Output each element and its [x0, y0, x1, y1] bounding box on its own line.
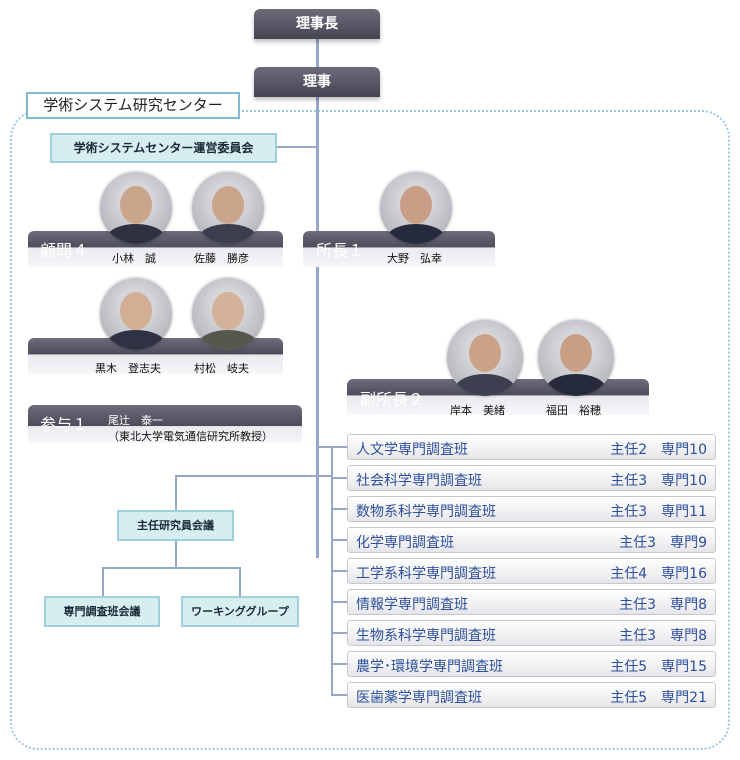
sub-meeting-1: 専門調査班会議 — [44, 596, 160, 627]
advisor-photo-1 — [100, 172, 172, 244]
chief-researchers-meeting-label: 主任研究員会議 — [137, 519, 214, 532]
sub-meeting-1-label: 専門調査班会議 — [63, 605, 141, 618]
team-name: 生物系科学専門調査班 — [356, 628, 496, 644]
director-top-box: 理事 — [254, 67, 380, 97]
team-count: 主任3 専門8 — [619, 628, 707, 644]
team-row: 情報学専門調査班 主任3 専門8 — [347, 589, 716, 615]
team-connector — [331, 694, 347, 696]
team-row: 人文学専門調査班 主任2 専門10 — [347, 434, 716, 460]
advisor-name-2: 佐藤 勝彦 — [194, 252, 249, 265]
team-count: 主任3 専門8 — [619, 597, 707, 613]
counselor-affiliation: （東北大学電気通信研究所教授） — [108, 430, 273, 443]
connector-submeeting-left — [102, 567, 104, 597]
team-name: 化学専門調査班 — [356, 535, 454, 551]
team-count: 主任3 専門9 — [619, 535, 707, 551]
team-count: 主任3 専門11 — [610, 504, 707, 520]
team-connector — [331, 570, 347, 572]
advisor-photo-4 — [192, 278, 264, 350]
connector-submeetings-h — [102, 567, 241, 569]
team-name: 数物系科学専門調査班 — [356, 504, 496, 520]
team-count: 主任5 専門21 — [610, 690, 707, 706]
portrait-icon — [120, 292, 152, 330]
portrait-icon — [212, 186, 244, 224]
team-connector — [331, 508, 347, 510]
team-name: 人文学専門調査班 — [356, 442, 468, 458]
portrait-icon — [400, 186, 432, 224]
team-count: 主任3 専門10 — [610, 473, 707, 489]
team-row: 医歯薬学専門調査班 主任5 専門21 — [347, 682, 716, 708]
connector-to-teams-horizontal — [319, 446, 331, 448]
team-row: 生物系科学専門調査班 主任3 専門8 — [347, 620, 716, 646]
team-row: 化学専門調査班 主任3 専門9 — [347, 527, 716, 553]
counselor-name: 尾辻 泰一 — [108, 414, 163, 427]
vice-directors-label: 副所長２ — [360, 390, 425, 409]
advisors-label: 顧問４ — [40, 241, 89, 260]
team-row: 農学･環境学専門調査班 主任5 専門15 — [347, 651, 716, 677]
connector-to-meeting-h — [175, 475, 331, 477]
advisor-name-4: 村松 岐夫 — [194, 362, 249, 375]
advisor-photo-3 — [100, 278, 172, 350]
connector-submeeting-right — [239, 567, 241, 597]
portrait-icon — [120, 186, 152, 224]
connector-to-meeting-v — [175, 475, 177, 511]
team-name: 社会科学専門調査班 — [356, 473, 482, 489]
portrait-icon — [469, 334, 501, 372]
connector-main-vertical — [316, 38, 319, 558]
sub-meeting-2: ワーキンググループ — [181, 596, 299, 627]
committee-box: 学術システムセンター運営委員会 — [50, 133, 277, 163]
vice-director-name-1: 岸本 美緒 — [450, 404, 505, 417]
sub-meeting-2-label: ワーキンググループ — [191, 605, 289, 618]
team-connector — [331, 663, 347, 665]
team-name: 農学･環境学専門調査班 — [356, 659, 503, 675]
director-photo — [380, 172, 452, 244]
connector-committee — [276, 146, 316, 148]
portrait-icon — [212, 292, 244, 330]
team-name: 工学系科学専門調査班 — [356, 566, 496, 582]
vice-director-name-2: 福田 裕穂 — [546, 404, 601, 417]
team-row: 社会科学専門調査班 主任3 専門10 — [347, 465, 716, 491]
team-connector — [331, 446, 347, 448]
counselor-band — [28, 405, 302, 443]
team-connector — [331, 477, 347, 479]
team-name: 医歯薬学専門調査班 — [356, 690, 482, 706]
team-connector — [331, 632, 347, 634]
connector-to-meeting-v2 — [175, 541, 177, 567]
team-count: 主任2 専門10 — [610, 442, 707, 458]
counselor-label: 参与１ — [40, 415, 89, 434]
vice-director-photo-2 — [538, 320, 614, 396]
team-row: 工学系科学専門調査班 主任4 専門16 — [347, 558, 716, 584]
portrait-icon — [560, 334, 592, 372]
center-title: 学術システム研究センター — [43, 96, 223, 114]
director-top-label: 理事 — [303, 74, 331, 90]
advisor-photo-2 — [192, 172, 264, 244]
director-label: 所長１ — [316, 241, 365, 260]
center-title-box: 学術システム研究センター — [26, 92, 240, 119]
team-name: 情報学専門調査班 — [356, 597, 468, 613]
center-boundary — [10, 110, 730, 750]
board-chair-box: 理事長 — [254, 9, 380, 39]
advisor-name-3: 黒木 登志夫 — [95, 362, 161, 375]
team-connector — [331, 539, 347, 541]
team-count: 主任5 専門15 — [610, 659, 707, 675]
advisor-name-1: 小林 誠 — [112, 252, 156, 265]
board-chair-label: 理事長 — [296, 16, 338, 32]
vice-director-photo-1 — [447, 320, 523, 396]
team-connector — [331, 601, 347, 603]
director-name: 大野 弘幸 — [387, 252, 442, 265]
team-count: 主任4 専門16 — [610, 566, 707, 582]
team-row: 数物系科学専門調査班 主任3 専門11 — [347, 496, 716, 522]
committee-label: 学術システムセンター運営委員会 — [73, 141, 254, 155]
chief-researchers-meeting: 主任研究員会議 — [117, 510, 234, 541]
